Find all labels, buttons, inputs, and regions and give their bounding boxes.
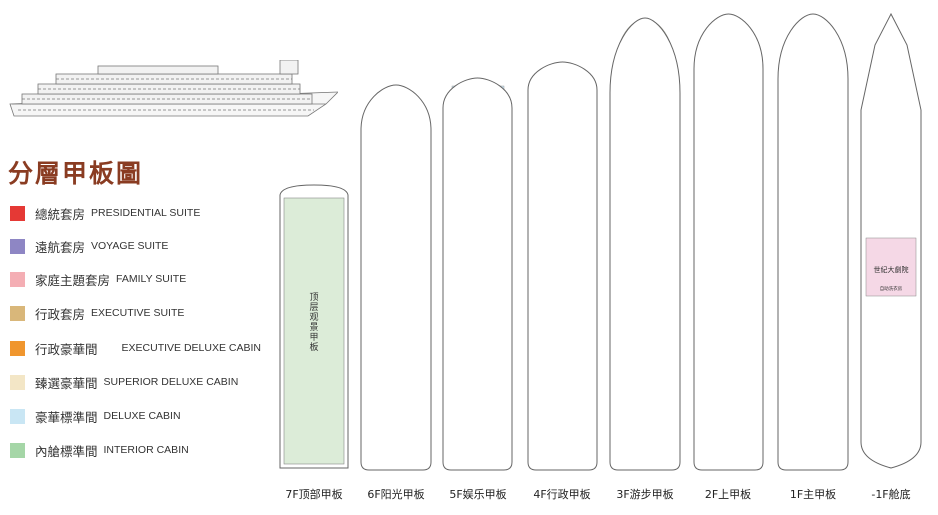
deck-label: 1F主甲板 xyxy=(789,488,837,501)
legend-swatch xyxy=(10,442,25,458)
legend-item: 行政套房 EXECUTIVE SUITE xyxy=(10,305,185,322)
ship-side-view-illustration xyxy=(9,60,338,117)
hull-outline-3f xyxy=(609,17,681,471)
legend-item: 家庭主題套房 FAMILY SUITE xyxy=(10,271,187,288)
legend-label-en: SUPERIOR DELUXE CABIN xyxy=(103,376,239,388)
deck-label: 5F娱乐甲板 xyxy=(449,488,507,501)
legend-label-cn: 家庭主題套房 xyxy=(35,272,111,288)
legend-item: 豪華標準間 DELUXE CABIN xyxy=(10,408,181,425)
legend-item: 遠航套房 VOYAGE SUITE xyxy=(10,238,169,255)
legend-item: 總統套房 PRESIDENTIAL SUITE xyxy=(10,205,201,222)
legend-title: 分層甲板圖 xyxy=(8,159,144,188)
legend-label-en: FAMILY SUITE xyxy=(116,273,187,285)
area-label: 自助洗衣房 xyxy=(880,285,903,292)
legend-swatch xyxy=(10,271,25,287)
hull-outline-4f xyxy=(527,61,598,471)
legend-label-en: EXECUTIVE SUITE xyxy=(91,307,185,319)
legend-swatch xyxy=(10,205,25,221)
svg-text:顶: 顶 xyxy=(309,292,318,303)
hull-outline-5f xyxy=(442,77,513,471)
svg-text:景: 景 xyxy=(309,322,318,333)
legend-item: 內艙標準間 INTERIOR CABIN xyxy=(10,442,189,459)
svg-text:板: 板 xyxy=(309,341,318,353)
legend-swatch xyxy=(10,305,25,321)
area-label: 世紀大劇院 xyxy=(874,265,909,274)
hull-outline-1f xyxy=(777,13,849,471)
legend-label-cn: 豪華標準間 xyxy=(35,409,98,425)
legend-swatch xyxy=(10,374,25,390)
legend-item: 行政豪華間 EXECUTIVE DELUXE CABIN xyxy=(10,340,261,357)
deck-label: -1F舱底 xyxy=(871,488,911,501)
legend-label-en: DELUXE CABIN xyxy=(103,410,181,422)
deck-label: 3F游步甲板 xyxy=(616,488,674,501)
hull-outline-6f xyxy=(360,84,432,471)
legend-label-cn: 內艙標準間 xyxy=(35,443,98,459)
observation-deck-area xyxy=(283,197,345,465)
deck-label: 7F顶部甲板 xyxy=(285,488,343,501)
legend-label-cn: 總統套房 xyxy=(35,206,86,222)
svg-text:层: 层 xyxy=(309,302,318,313)
legend-swatch xyxy=(10,408,25,424)
deck-label: 6F阳光甲板 xyxy=(367,488,425,501)
legend-label-cn: 行政套房 xyxy=(35,306,86,322)
legend-label-cn: 遠航套房 xyxy=(35,239,86,255)
deck-label: 4F行政甲板 xyxy=(533,488,591,501)
legend-label-cn: 行政豪華間 xyxy=(35,341,98,357)
theatre-area xyxy=(865,237,917,297)
legend-label-cn: 臻選豪華間 xyxy=(35,375,98,391)
legend-label-en: EXECUTIVE DELUXE CABIN xyxy=(121,342,261,354)
svg-text:观: 观 xyxy=(309,312,318,323)
hull-outline-2f xyxy=(693,13,764,471)
legend-label-en: PRESIDENTIAL SUITE xyxy=(91,207,201,219)
deck-label: 2F上甲板 xyxy=(704,488,752,501)
legend-swatch xyxy=(10,340,25,356)
legend-item: 臻選豪華間 SUPERIOR DELUXE CABIN xyxy=(10,374,239,391)
legend-swatch xyxy=(10,238,25,254)
legend-label-en: INTERIOR CABIN xyxy=(103,444,189,456)
svg-text:甲: 甲 xyxy=(309,332,318,343)
legend-label-en: VOYAGE SUITE xyxy=(91,240,169,252)
